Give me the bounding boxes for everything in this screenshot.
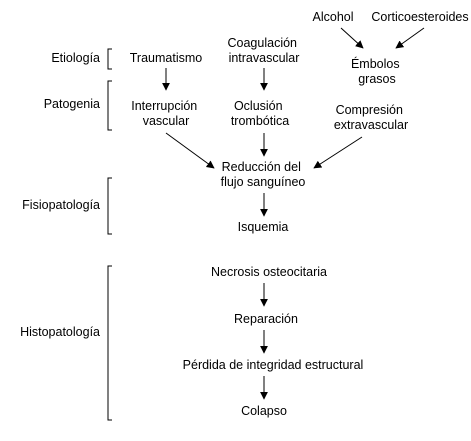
stage-label-fisiopatologia: Fisiopatología: [22, 198, 100, 212]
node-reduccion-line2: flujo sanguíneo: [221, 175, 306, 189]
node-interrupcion-vascular: Interrupción vascular: [131, 99, 201, 128]
arrow-compresion-to-reduccion: [313, 136, 363, 169]
node-compresion-line2: extravascular: [334, 118, 408, 132]
stage-brace-fisiopatologia: [107, 177, 112, 235]
stage-brace-histopatologia: [107, 265, 112, 421]
node-oclusion-line1: Oclusión: [234, 99, 283, 113]
stage-brace-patogenia: [107, 80, 112, 131]
arrow-alcohol-to-embolos: [340, 27, 364, 49]
node-reduccion-flujo: Reducción del flujo sanguíneo: [221, 160, 306, 189]
node-perdida-integridad: Pérdida de integridad estructural: [183, 358, 364, 372]
stage-label-histopatologia: Histopatología: [20, 325, 100, 339]
node-compresion-line1: Compresión: [336, 103, 403, 117]
node-embolos-grasos-line2: grasos: [358, 72, 396, 86]
node-necrosis-osteocitaria: Necrosis osteocitaria: [211, 265, 327, 279]
node-reduccion-line1: Reducción del: [222, 160, 301, 174]
arrow-corticoesteroides-to-embolos: [395, 27, 425, 49]
node-coagulacion-intravascular: Coagulación intravascular: [228, 36, 301, 65]
node-embolos-grasos-line1: Émbolos: [351, 56, 400, 71]
node-compresion-extravascular: Compresión extravascular: [334, 103, 408, 132]
stage-label-patogenia: Patogenia: [44, 97, 100, 111]
node-traumatismo: Traumatismo: [130, 51, 203, 65]
stage-label-etiologia: Etiología: [51, 51, 100, 65]
node-reparacion: Reparación: [234, 312, 298, 326]
node-coagulacion-line1: Coagulación: [228, 36, 298, 50]
node-interrupcion-line2: vascular: [143, 114, 190, 128]
node-interrupcion-line1: Interrupción: [131, 99, 197, 113]
node-coagulacion-line2: intravascular: [229, 51, 300, 65]
node-oclusion-line2: trombótica: [231, 114, 289, 128]
node-alcohol: Alcohol: [313, 10, 354, 24]
node-oclusion-trombotica: Oclusión trombótica: [231, 99, 289, 128]
node-isquemia: Isquemia: [238, 220, 289, 234]
node-embolos-grasos: Émbolos grasos: [351, 56, 403, 86]
node-colapso: Colapso: [241, 404, 287, 418]
stage-brace-etiologia: [107, 48, 112, 70]
arrow-interrupcion-to-reduccion: [165, 132, 215, 169]
node-corticoesteroides: Corticoesteroides: [371, 10, 468, 24]
